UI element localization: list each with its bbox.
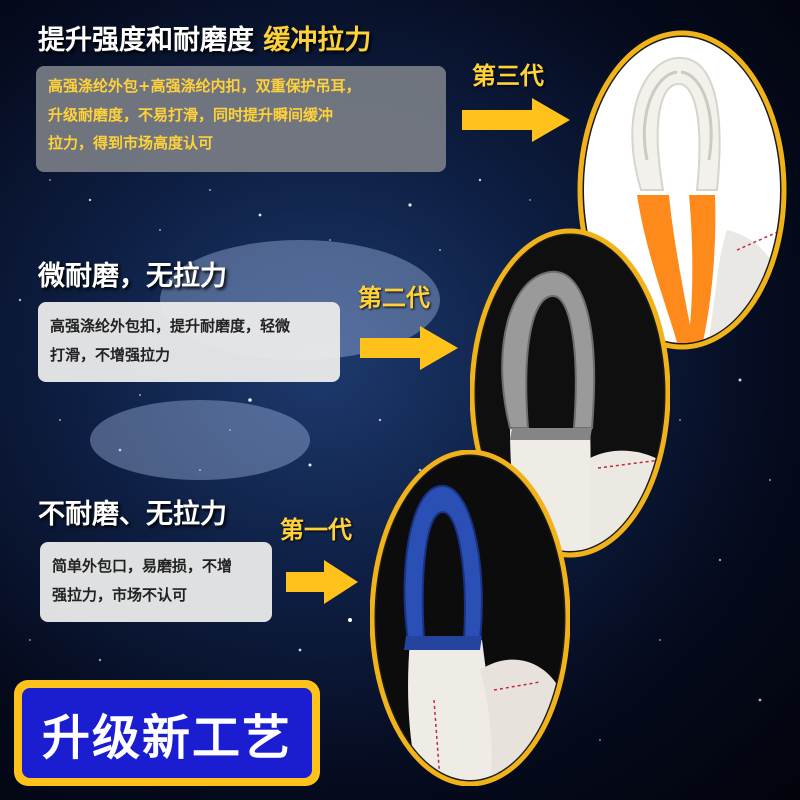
arrow-right-icon (462, 98, 570, 142)
arrow-right-icon (360, 326, 458, 370)
gen3-label: 第三代 (472, 62, 544, 90)
arrow-right-icon (286, 560, 358, 604)
gen3-heading: 提升强度和耐磨度 缓冲拉力 (38, 18, 371, 57)
gen2-description-line: 高强涤纶外包扣，提升耐磨度，轻微 (50, 317, 291, 335)
gen2-heading: 微耐磨，无拉力 (38, 261, 227, 292)
upgrade-badge: 升级新工艺 (14, 680, 320, 786)
gen3-heading-main: 提升强度和耐磨度 (38, 25, 254, 56)
gen3-description-line: 高强涤纶外包+高强涤纶内扣，双重保护吊耳， (48, 77, 361, 95)
gen3-description-line: 拉力，得到市场高度认可 (48, 134, 214, 152)
gen1-description-line: 强拉力，市场不认可 (52, 585, 188, 604)
gen2-description-line: 打滑，不增强拉力 (50, 345, 171, 364)
gen2-description: 高强涤纶外包扣，提升耐磨度，轻微 打滑，不增强拉力 (38, 302, 340, 382)
gen2-label: 第二代 (358, 284, 430, 312)
gen1-label: 第一代 (280, 516, 352, 544)
gen3-description: 高强涤纶外包+高强涤纶内扣，双重保护吊耳， 升级耐磨度，不易打滑，同时提升瞬间缓… (36, 66, 446, 172)
gen1-product-lens (370, 450, 570, 786)
upgrade-badge-label: 升级新工艺 (22, 688, 312, 778)
gen1-description-line: 简单外包口，易磨损，不增 (52, 557, 233, 575)
gen1-heading: 不耐磨、无拉力 (38, 499, 227, 530)
gen1-description: 简单外包口，易磨损，不增 强拉力，市场不认可 (40, 542, 272, 622)
gen3-description-line: 升级耐磨度，不易打滑，同时提升瞬间缓冲 (48, 105, 334, 124)
gen3-heading-accent: 缓冲拉力 (263, 25, 372, 56)
